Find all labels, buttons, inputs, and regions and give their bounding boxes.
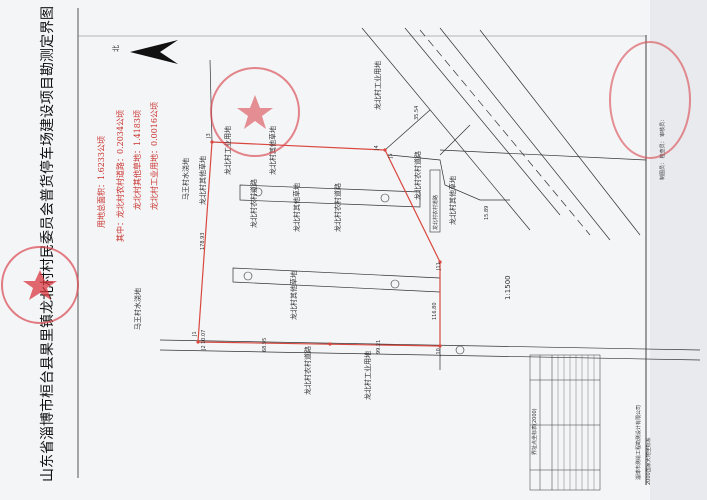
- area-total: 用地总面积：1.6233公顷: [96, 136, 106, 228]
- area-industrial: 龙北村工业用地：0.0016公顷: [149, 102, 159, 210]
- road-right-box: [429, 169, 441, 233]
- parcel-grass-mid: 龙北村其他草地: [292, 183, 301, 232]
- road-symbol-icon: [253, 187, 263, 197]
- parcel-road-2: 龙北村农村道路: [333, 183, 342, 232]
- distance-label: 99.21: [376, 340, 382, 354]
- survey-company: 淄博市测绘工程勘测设计有限公司: [635, 405, 642, 480]
- distance-label: 10.07: [201, 330, 207, 344]
- map-title: 山东省淄博市桓台县果里镇龙北村村民委员会普货停车场建设项目勘测定界图: [39, 6, 56, 482]
- north-arrow-icon: [130, 40, 178, 64]
- parcel-road-right: 龙北村农村道路: [413, 151, 422, 200]
- map-scale: 1:1500: [504, 275, 512, 300]
- credits: 制图员： 检查员： 审核员：: [659, 117, 666, 180]
- parcel-grass-top: 龙北村其他草地: [268, 126, 277, 175]
- road-symbol-icon: [390, 279, 400, 289]
- distance-label: 68.95: [262, 338, 268, 352]
- parcel-mawang: 马王村水浇地: [181, 158, 190, 200]
- point-label: J4: [374, 145, 380, 151]
- seal-star-icon: [23, 270, 57, 300]
- road-symbol-icon: [380, 193, 390, 203]
- parcel-mawang-small: 马王村水浇地: [133, 288, 142, 330]
- distance-label: 35.54: [414, 106, 420, 120]
- seal-star-icon: [237, 95, 273, 129]
- coordinate-system: 2000国家大地坐标系: [645, 437, 652, 485]
- area-grass: 龙北村其他草地：1.4183顷: [132, 110, 142, 210]
- area-road: 其中：龙北村农村道路：0.2034公顷: [115, 110, 125, 242]
- parcel-industrial-right: 龙北村工业用地: [373, 61, 382, 110]
- point-label: J2: [201, 345, 207, 351]
- point-label: J10: [436, 348, 442, 357]
- parcel-industrial-bottom: 龙北村工业用地: [363, 351, 372, 400]
- distance-label: 178.93: [200, 233, 206, 251]
- official-seal-right: [609, 41, 691, 159]
- official-seal-center: [210, 67, 300, 157]
- parcel-boundary: [197, 141, 441, 347]
- point-label: J11: [436, 262, 442, 271]
- parcel-industrial-top: 龙北村工业用地: [223, 126, 232, 175]
- north-label: 北: [112, 45, 120, 52]
- coordinate-table: [529, 354, 601, 491]
- official-seal-left: [1, 246, 79, 324]
- parcel-road-right-box: 龙北村农村道路: [432, 195, 439, 230]
- parcel-road-1: 龙北村农村道路: [249, 179, 258, 228]
- point-label: J1: [192, 331, 198, 337]
- coordinate-table-title: 界址点坐标表(2000): [531, 408, 538, 455]
- distance-label: 15.89: [484, 206, 490, 220]
- parcel-grass-left: 龙北村其他草地: [198, 156, 207, 205]
- road-symbol-icon: [455, 345, 465, 355]
- parcel-grass-low: 龙北村其他草地: [289, 271, 298, 320]
- boundary-points: [196, 140, 442, 348]
- distance-label: 116.80: [432, 303, 438, 321]
- point-label: J5: [388, 153, 394, 159]
- road-symbol-icon: [243, 271, 253, 281]
- point-label: J3: [206, 133, 212, 139]
- coordinate-table-rows: [557, 355, 595, 490]
- paper-edge: [650, 0, 707, 500]
- parcel-road-bottom: 龙北村农村道路: [303, 346, 312, 395]
- parcel-grass-right: 龙北村其他草地: [448, 176, 457, 225]
